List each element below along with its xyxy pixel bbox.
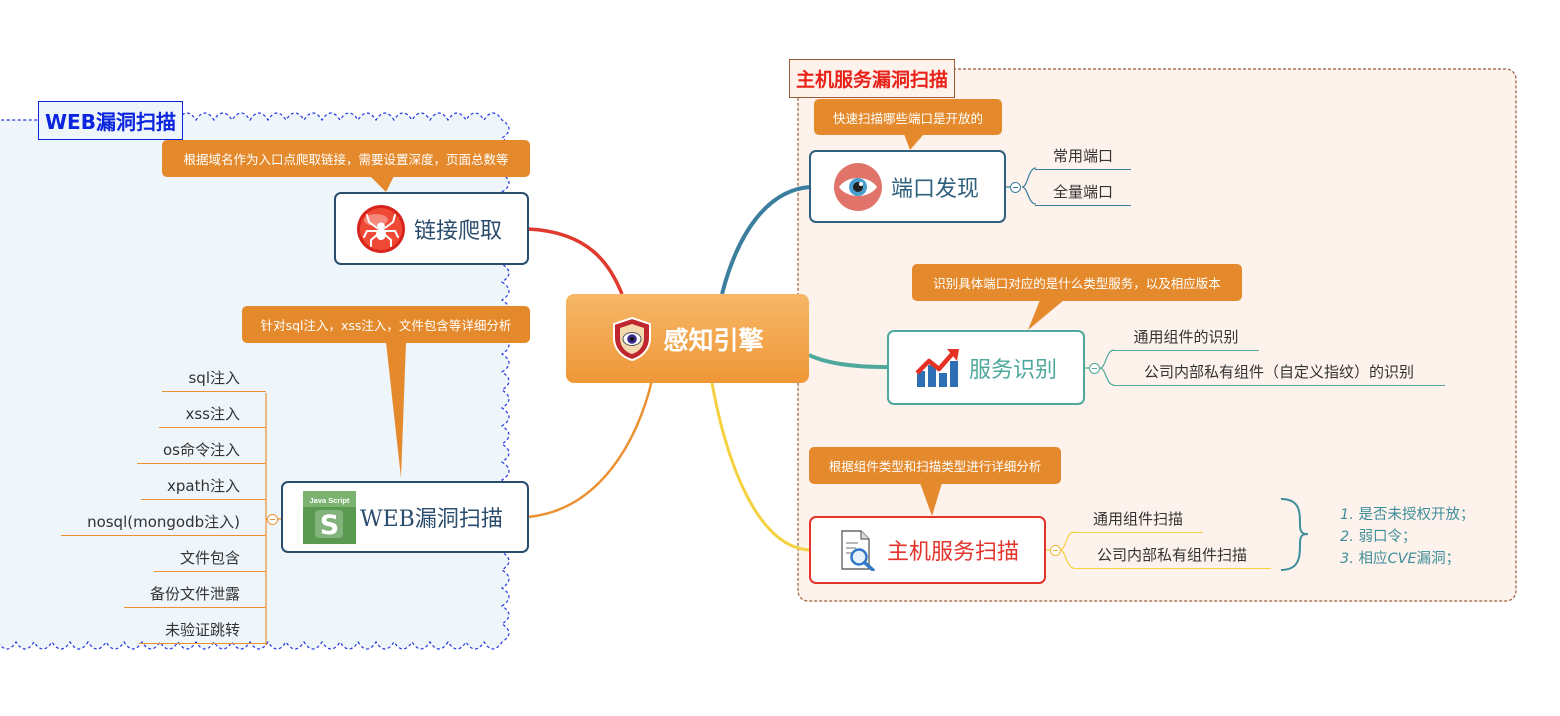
service-title: 服务识别 xyxy=(969,357,1058,383)
scan-link xyxy=(527,379,654,519)
root-node[interactable]: 感知引擎 xyxy=(566,294,809,383)
crawl-link xyxy=(527,227,624,295)
ports-item-common[interactable]: 常用端口 xyxy=(1035,145,1131,170)
ports-topic[interactable]: 端口发现 xyxy=(809,150,1006,223)
root-title: 感知引擎 xyxy=(663,325,764,355)
javascript-badge-icon: Java Script S xyxy=(303,490,356,544)
web-vuln-item[interactable]: 文件包含 xyxy=(153,547,266,572)
summary-num: 1. xyxy=(1340,507,1354,523)
service-item-private[interactable]: 公司内部私有组件（自定义指纹）的识别 xyxy=(1113,361,1445,386)
ports-item-full[interactable]: 全量端口 xyxy=(1035,181,1131,206)
summary-line-2: 2. 弱口令； xyxy=(1340,525,1416,546)
web-vuln-item[interactable]: xpath注入 xyxy=(141,475,266,500)
crawl-callout: 根据域名作为入口点爬取链接，需要设置深度，页面总数等 xyxy=(162,140,530,177)
service-topic[interactable]: 服务识别 xyxy=(887,330,1085,405)
web-vuln-item[interactable]: sql注入 xyxy=(162,367,266,392)
scan-callout-tail xyxy=(386,342,406,478)
web-vuln-item[interactable]: 备份文件泄露 xyxy=(123,583,266,608)
trend-chart-icon xyxy=(915,348,959,387)
hostscan-collapse-toggle[interactable] xyxy=(1050,545,1061,556)
crawl-title: 链接爬取 xyxy=(414,218,503,244)
summary-text: 是否未授权开放； xyxy=(1358,507,1475,523)
ports-title: 端口发现 xyxy=(891,176,980,202)
web-vuln-item[interactable]: 未验证跳转 xyxy=(138,619,266,644)
web-frame-title: WEB漏洞扫描 xyxy=(38,101,183,140)
crawl-topic[interactable]: 链接爬取 xyxy=(334,192,529,265)
summary-line-3: 3. 相应CVE漏洞； xyxy=(1340,547,1460,568)
hostscan-title: 主机服务扫描 xyxy=(887,540,1020,565)
web-scan-topic[interactable]: Java Script S WEB漏洞扫描 xyxy=(281,481,529,553)
summary-line-1: 1. 是否未授权开放； xyxy=(1340,503,1474,524)
hostscan-item-generic[interactable]: 通用组件扫描 xyxy=(1073,508,1203,533)
ports-callout: 快速扫描哪些端口是开放的 xyxy=(814,99,1002,135)
scan-callout: 针对sql注入，xss注入，文件包含等详细分析 xyxy=(242,306,530,343)
hostscan-callout: 根据组件类型和扫描类型进行详细分析 xyxy=(809,447,1061,484)
hostscan-callout-tail xyxy=(920,483,942,516)
web-vuln-item[interactable]: nosql(mongodb注入) xyxy=(61,511,266,536)
host-frame-title: 主机服务漏洞扫描 xyxy=(789,59,956,98)
summary-text-pre: 相应 xyxy=(1358,551,1388,567)
summary-num: 2. xyxy=(1340,529,1354,545)
hostscan-link xyxy=(710,382,811,552)
shield-eye-icon xyxy=(613,316,652,361)
service-callout: 识别具体端口对应的是什么类型服务，以及相应版本 xyxy=(912,264,1242,301)
summary-text-post: 漏洞； xyxy=(1416,551,1461,567)
spider-icon xyxy=(357,204,405,253)
summary-text: 弱口令； xyxy=(1358,529,1417,545)
hostscan-item-private[interactable]: 公司内部私有组件扫描 xyxy=(1073,544,1271,569)
ports-collapse-toggle[interactable] xyxy=(1010,182,1021,193)
summary-brace xyxy=(1280,498,1309,571)
summary-text-em: CVE xyxy=(1387,551,1417,567)
hostscan-topic[interactable]: 主机服务扫描 xyxy=(809,516,1046,584)
service-link xyxy=(808,353,889,369)
eye-icon xyxy=(834,162,882,211)
web-vuln-item[interactable]: os命令注入 xyxy=(137,439,266,464)
javascript-badge-letter: S xyxy=(320,510,339,541)
ports-callout-tail xyxy=(904,134,924,150)
service-item-generic[interactable]: 通用组件的识别 xyxy=(1113,326,1259,351)
document-search-icon xyxy=(841,530,875,571)
summary-num: 3. xyxy=(1340,551,1354,567)
javascript-badge-text: Java Script xyxy=(309,496,350,505)
web-scan-collapse-toggle[interactable] xyxy=(267,514,278,525)
service-collapse-toggle[interactable] xyxy=(1089,363,1100,374)
web-vuln-item[interactable]: xss注入 xyxy=(159,403,266,428)
crawl-callout-tail xyxy=(370,176,394,192)
service-callout-tail xyxy=(1028,300,1064,330)
ports-link xyxy=(720,185,811,295)
web-scan-title: WEB漏洞扫描 xyxy=(360,507,503,532)
